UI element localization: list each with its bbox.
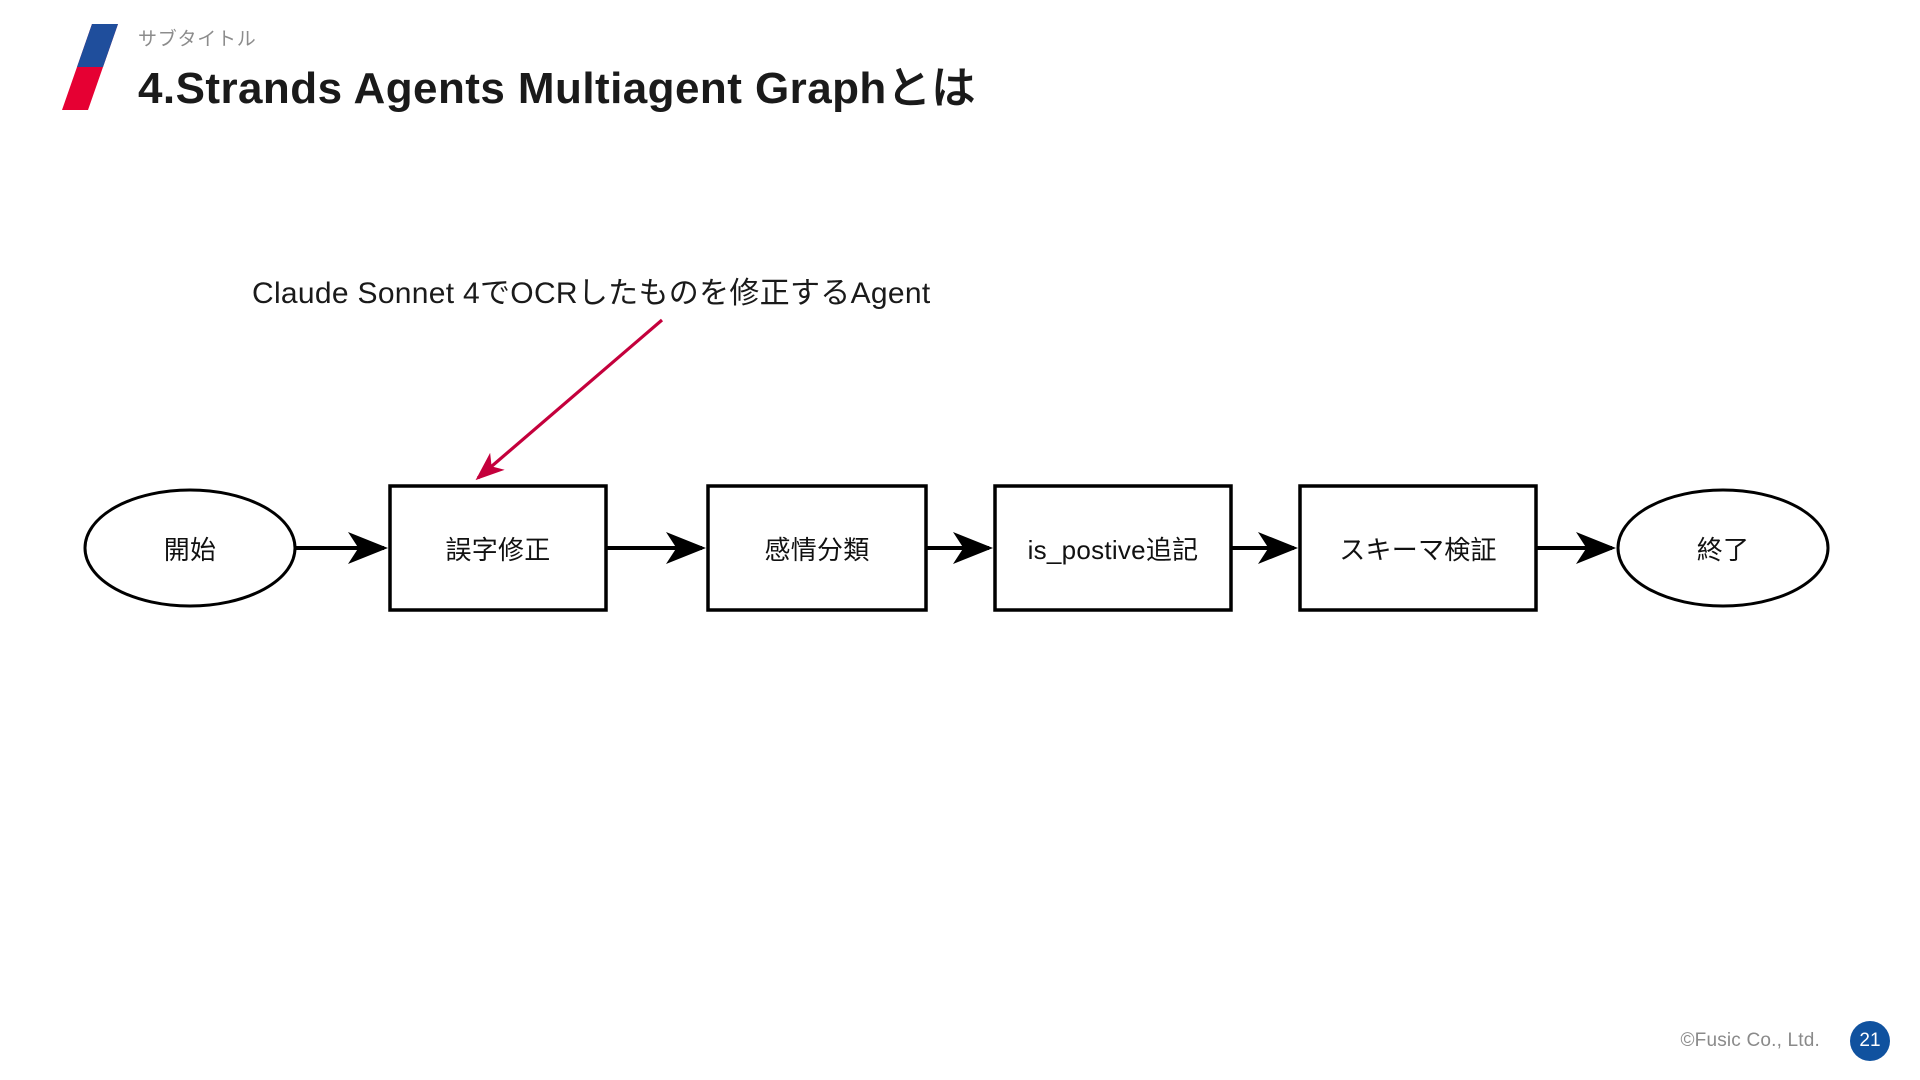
- flow-node-end[interactable]: [1616, 488, 1830, 608]
- fusic-slash-logo-icon: [62, 24, 118, 110]
- slide-subtitle: サブタイトル: [138, 29, 257, 50]
- footer-copyright: ©Fusic Co., Ltd.: [1680, 1030, 1820, 1051]
- flow-node-ispostive-label: is_postive追記: [1027, 534, 1199, 565]
- flow-node-schema[interactable]: [1298, 484, 1538, 612]
- page-number-badge: 21: [1850, 1021, 1890, 1061]
- flow-node-typo[interactable]: [388, 484, 608, 612]
- annotation-arrow: [475, 318, 664, 481]
- flow-node-end-label: 終了: [1696, 534, 1750, 565]
- annotation-label: Claude Sonnet 4でOCRしたものを修正するAgent: [252, 277, 931, 310]
- flow-node-typo-label: 誤字修正: [445, 534, 551, 565]
- flow-node-sentiment-label: 感情分類: [764, 534, 870, 565]
- slide-header: サブタイトル 4.Strands Agents Multiagent Graph…: [0, 0, 1920, 150]
- flow-node-schema-label: スキーマ検証: [1339, 534, 1497, 565]
- flow-node-start[interactable]: [83, 488, 297, 608]
- flow-node-start-label: 開始: [163, 534, 217, 565]
- page-title: 4.Strands Agents Multiagent Graphとは: [138, 64, 976, 113]
